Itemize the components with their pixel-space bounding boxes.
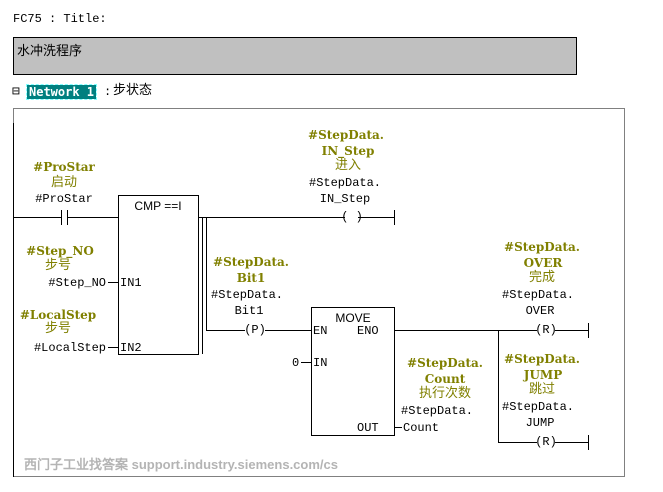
in2-operand[interactable]: #LocalStep	[33, 341, 106, 355]
over-symbol2: OVER	[523, 256, 563, 270]
move-in-value[interactable]: 0	[292, 356, 300, 370]
in1-comment: 步号	[44, 258, 72, 273]
coil-icon[interactable]: ( )	[341, 210, 363, 224]
collapse-icon[interactable]: ⊟	[12, 84, 20, 99]
in2-comment: 步号	[44, 321, 72, 336]
jump-symbol1: #StepData.	[504, 352, 580, 366]
reset-coil-icon[interactable]: (R)	[535, 323, 557, 337]
count-operand2[interactable]: Count	[403, 421, 440, 435]
contact-operand[interactable]: #ProStar	[35, 192, 93, 206]
instep-operand2[interactable]: IN_Step	[319, 192, 371, 206]
cmp-in2-label: IN2	[120, 341, 142, 355]
block-title: FC75 : Title:	[13, 12, 107, 26]
jump-operand1[interactable]: #StepData.	[501, 400, 575, 414]
instep-symbol2: IN_Step	[321, 144, 375, 158]
network-label[interactable]: Network 1	[25, 84, 98, 100]
cmp-box	[118, 195, 199, 355]
jump-comment: 跳过	[528, 382, 556, 397]
over-comment: 完成	[528, 270, 556, 285]
reset-coil-icon[interactable]: (R)	[535, 435, 557, 449]
instep-comment: 进入	[334, 158, 362, 173]
contact-symbol: #ProStar	[33, 160, 95, 174]
bit1-symbol1: #StepData.	[213, 255, 289, 269]
count-comment: 执行次数	[418, 386, 472, 401]
move-eno-label: ENO	[357, 324, 379, 338]
bit1-symbol2: Bit1	[236, 271, 266, 285]
bit1-operand1[interactable]: #StepData.	[210, 288, 284, 302]
over-operand2[interactable]: OVER	[525, 304, 555, 318]
cmp-in1-label: IN1	[120, 276, 142, 290]
move-title: MOVE	[335, 311, 371, 325]
move-en-label: EN	[313, 324, 328, 338]
in2-symbol: #LocalStep	[19, 308, 97, 322]
instep-symbol1: #StepData.	[308, 128, 384, 142]
positive-edge-coil-icon[interactable]: (P)	[244, 323, 266, 337]
network-separator: :	[104, 85, 112, 99]
move-box	[311, 307, 395, 436]
count-symbol1: #StepData.	[407, 356, 483, 370]
move-out-label: OUT	[357, 421, 379, 435]
bit1-operand2[interactable]: Bit1	[234, 304, 264, 318]
over-symbol1: #StepData.	[504, 240, 580, 254]
instep-operand1[interactable]: #StepData.	[308, 176, 382, 190]
in1-operand[interactable]: #Step_NO	[48, 276, 106, 290]
count-symbol2: Count	[424, 372, 466, 386]
move-in-label: IN	[313, 356, 328, 370]
block-comment-field[interactable]: 水冲洗程序	[13, 37, 577, 75]
count-operand1[interactable]: #StepData.	[400, 404, 474, 418]
network-comment[interactable]: 步状态	[113, 83, 153, 98]
contact-comment: 启动	[50, 175, 78, 190]
over-operand1[interactable]: #StepData.	[501, 288, 575, 302]
jump-operand2[interactable]: JUMP	[525, 416, 555, 430]
jump-symbol2: JUMP	[523, 368, 563, 382]
cmp-title: CMP ==I	[134, 199, 182, 213]
in1-symbol: #Step_NO	[26, 244, 94, 258]
